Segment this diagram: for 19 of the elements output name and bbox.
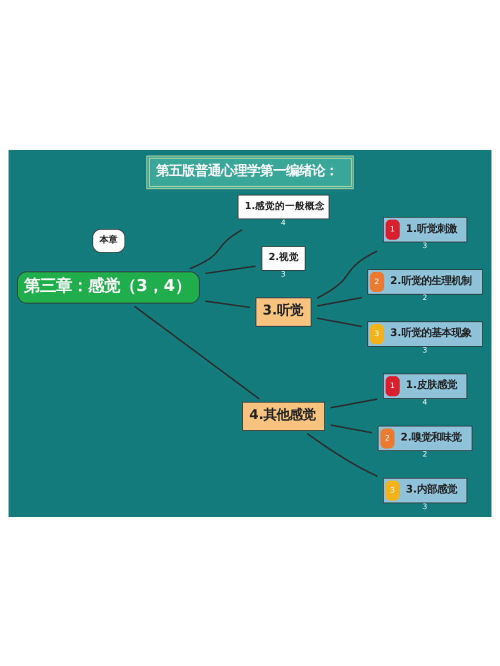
connector [190, 228, 242, 270]
connector [306, 432, 378, 476]
connector [330, 398, 378, 408]
diagram-title: 第五版普通心理学第一编绪论： [156, 163, 338, 178]
node-label: 2 [422, 449, 428, 458]
connector [317, 316, 362, 327]
connector [330, 424, 372, 433]
connector [205, 264, 256, 274]
node-label: 2 [422, 292, 428, 302]
node-label: 3 [280, 268, 286, 278]
node-label: 3 [422, 344, 428, 354]
node-label: 3 [422, 240, 428, 250]
connector [205, 300, 250, 308]
connector [316, 296, 362, 306]
node-label: 4 [422, 396, 428, 406]
connector [316, 250, 378, 298]
node-label: 3 [422, 501, 428, 510]
node-label: 4 [280, 217, 286, 226]
connector [134, 305, 260, 400]
